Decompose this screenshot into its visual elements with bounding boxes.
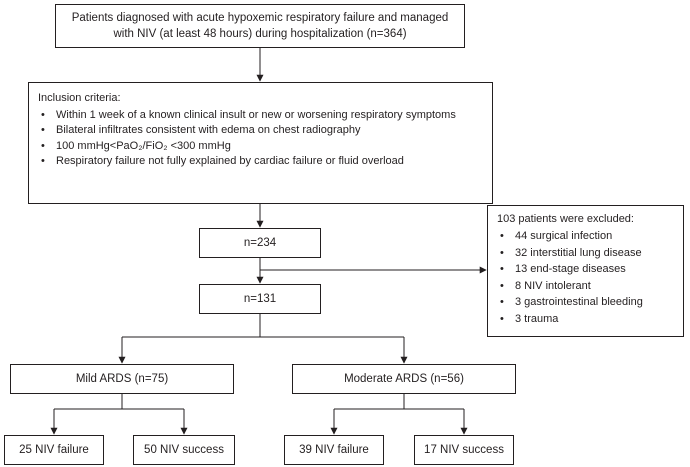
inclusion-list: Within 1 week of a known clinical insult… [38, 108, 484, 170]
n131-box: n=131 [199, 284, 321, 314]
mild-ards-label: Mild ARDS (n=75) [75, 373, 169, 385]
moderate-success-box: 17 NIV success [414, 435, 514, 465]
exclusion-item: 44 surgical infection [497, 228, 675, 245]
moderate-success-label: 17 NIV success [424, 444, 504, 456]
exclusion-item: 3 gastrointestinal bleeding [497, 294, 675, 311]
exclusion-item: 3 trauma [497, 311, 675, 328]
exclusion-box: 103 patients were excluded: 44 surgical … [487, 205, 684, 337]
exclusion-list: 44 surgical infection 32 interstitial lu… [497, 228, 675, 327]
inclusion-criteria-box: Inclusion criteria: Within 1 week of a k… [28, 82, 493, 204]
mild-success-box: 50 NIV success [133, 435, 235, 465]
moderate-failure-box: 39 NIV failure [284, 435, 384, 465]
n234-box: n=234 [199, 228, 321, 258]
n234-label: n=234 [243, 237, 277, 249]
inclusion-item: Respiratory failure not fully explained … [38, 154, 484, 170]
mild-ards-box: Mild ARDS (n=75) [10, 364, 234, 394]
inclusion-item: 100 mmHg<PaO₂/FiO₂ <300 mmHg [38, 139, 484, 155]
inclusion-item: Bilateral infiltrates consistent with ed… [38, 123, 484, 139]
inclusion-title: Inclusion criteria: [38, 92, 121, 104]
mild-failure-label: 25 NIV failure [19, 444, 89, 456]
moderate-ards-label: Moderate ARDS (n=56) [344, 373, 464, 385]
exclusion-item: 32 interstitial lung disease [497, 245, 675, 262]
n131-label: n=131 [243, 293, 277, 305]
inclusion-item: Within 1 week of a known clinical insult… [38, 108, 484, 124]
mild-failure-box: 25 NIV failure [4, 435, 104, 465]
patients-box: Patients diagnosed with acute hypoxemic … [55, 4, 465, 48]
exclusion-item: 8 NIV intolerant [497, 278, 675, 295]
exclusion-item: 13 end-stage diseases [497, 261, 675, 278]
mild-success-label: 50 NIV success [144, 444, 224, 456]
exclusion-title: 103 patients were excluded: [497, 213, 634, 225]
moderate-ards-box: Moderate ARDS (n=56) [292, 364, 516, 394]
moderate-failure-label: 39 NIV failure [299, 444, 369, 456]
patients-box-text: Patients diagnosed with acute hypoxemic … [71, 12, 449, 40]
